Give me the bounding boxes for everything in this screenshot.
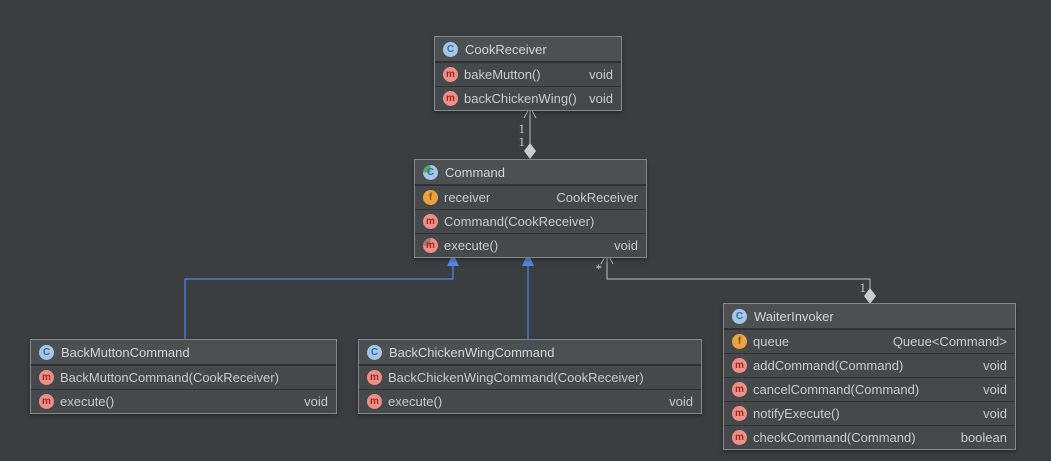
method-icon: m (443, 67, 458, 82)
class-header: C CookReceiver (435, 37, 621, 63)
abstract-class-icon: C (423, 164, 438, 180)
multiplicity-label: 1 (860, 280, 867, 295)
method-row: m execute() void (31, 389, 336, 413)
return-type: void (983, 358, 1007, 373)
constructor-name: BackMuttonCommand(CookReceiver) (60, 370, 279, 385)
class-name: Command (445, 164, 505, 180)
class-icon: C (443, 41, 458, 57)
arrowhead-icon (522, 253, 534, 266)
method-icon: m (367, 394, 382, 409)
aggregation-diamond-icon (524, 143, 536, 159)
method-name: notifyExecute() (753, 406, 840, 421)
method-name: execute() (444, 238, 499, 253)
field-icon: f (732, 334, 747, 349)
field-row: f queue Queue<Command> (724, 330, 1015, 353)
class-icon: C (367, 344, 382, 360)
method-icon: m (732, 406, 747, 421)
class-header: C Command (415, 160, 646, 186)
arrowhead-icon (447, 253, 459, 266)
method-row: m execute() void (415, 233, 646, 257)
class-header: C BackMuttonCommand (31, 340, 336, 366)
class-node-backchickenwingcommand[interactable]: C BackChickenWingCommand m BackChickenWi… (358, 339, 702, 414)
method-name: bakeMutton() (464, 67, 541, 82)
method-row: m backChickenWing() void (435, 86, 621, 110)
aggregation-edge-command-cookreceiver[interactable]: 1 1 (519, 106, 537, 159)
method-row: m notifyExecute() void (724, 401, 1015, 425)
method-icon: m (367, 370, 382, 385)
class-icon: C (732, 308, 747, 324)
class-node-waiterinvoker[interactable]: C WaiterInvoker f queue Queue<Command> m… (723, 303, 1016, 450)
class-node-backmuttoncommand[interactable]: C BackMuttonCommand m BackMuttonCommand(… (30, 339, 337, 414)
class-icon: C (39, 344, 54, 360)
method-name: backChickenWing() (464, 91, 577, 106)
return-type: boolean (960, 430, 1007, 445)
method-icon: m (443, 91, 458, 106)
class-header: C BackChickenWingCommand (359, 340, 701, 366)
class-name: WaiterInvoker (754, 308, 834, 324)
return-type: void (614, 238, 638, 253)
inheritance-edge-backmuttoncommand-command[interactable] (184, 253, 459, 339)
field-type: CookReceiver (556, 190, 638, 205)
aggregation-diamond-icon (864, 288, 876, 304)
field-icon: f (423, 190, 438, 205)
method-name: checkCommand(Command) (753, 430, 916, 445)
constructor-row: m Command(CookReceiver) (415, 209, 646, 233)
multiplicity-label: * (596, 261, 603, 276)
inheritance-edge-backchickenwingcommand-command[interactable] (522, 253, 534, 339)
field-name: receiver (444, 190, 491, 205)
return-type: void (983, 382, 1007, 397)
method-name: execute() (60, 394, 115, 409)
return-type: void (589, 67, 613, 82)
method-icon: m (732, 358, 747, 373)
method-icon: m (39, 370, 54, 385)
method-name: cancelCommand(Command) (753, 382, 920, 397)
constructor-name: Command(CookReceiver) (444, 214, 595, 229)
constructor-row: m BackChickenWingCommand(CookReceiver) (359, 366, 701, 389)
return-type: void (669, 394, 693, 409)
method-icon: m (732, 382, 747, 397)
method-row: m bakeMutton() void (435, 63, 621, 86)
multiplicity-label: 1 (519, 121, 526, 136)
aggregation-edge-waiterinvoker-command[interactable]: * 1 (596, 252, 877, 304)
field-type: Queue<Command> (892, 334, 1007, 349)
method-icon: m (732, 430, 747, 445)
return-type: void (983, 406, 1007, 421)
multiplicity-label: 1 (519, 134, 526, 149)
method-row: m execute() void (359, 389, 701, 413)
method-name: addCommand(Command) (753, 358, 904, 373)
method-name: execute() (388, 394, 443, 409)
class-node-command[interactable]: C Command f receiver CookReceiver m Comm… (414, 159, 647, 258)
method-icon: m (423, 214, 438, 229)
method-row: m cancelCommand(Command) void (724, 377, 1015, 401)
method-icon: m (39, 394, 54, 409)
method-row: m addCommand(Command) void (724, 353, 1015, 377)
field-name: queue (753, 334, 790, 349)
class-name: BackMuttonCommand (61, 344, 190, 360)
abstract-method-icon: m (423, 238, 438, 253)
class-header: C WaiterInvoker (724, 304, 1015, 330)
constructor-name: BackChickenWingCommand(CookReceiver) (388, 370, 644, 385)
class-name: BackChickenWingCommand (389, 344, 555, 360)
return-type: void (589, 91, 613, 106)
field-row: f receiver CookReceiver (415, 186, 646, 209)
class-node-cookreceiver[interactable]: C CookReceiver m bakeMutton() void m bac… (434, 36, 622, 111)
return-type: void (304, 394, 328, 409)
method-row: m checkCommand(Command) boolean (724, 425, 1015, 449)
constructor-row: m BackMuttonCommand(CookReceiver) (31, 366, 336, 389)
class-name: CookReceiver (465, 41, 547, 57)
